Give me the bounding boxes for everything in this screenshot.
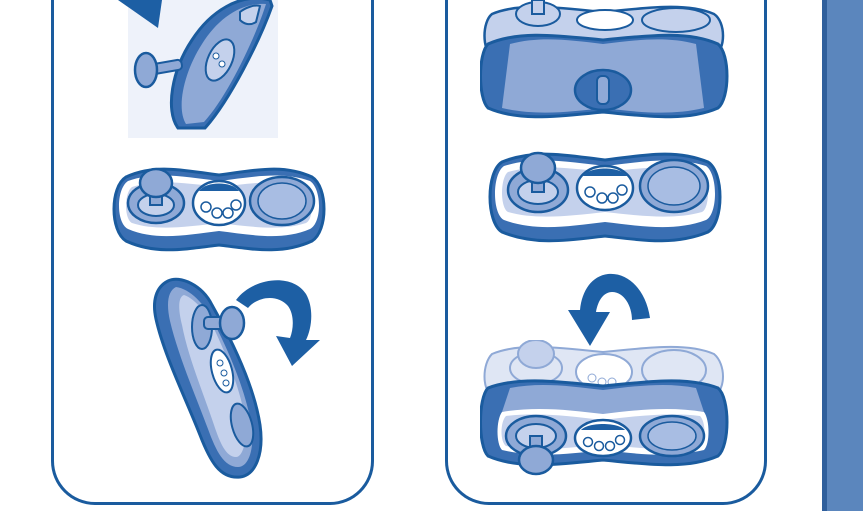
controller-stacked-icon [480, 0, 730, 125]
side-bar [822, 0, 863, 511]
controller-top-view-icon [106, 165, 332, 255]
controller-flipped-icon [480, 340, 730, 480]
controller-tilted-icon [110, 0, 280, 140]
flip-arrow-icon [562, 266, 654, 348]
controller-top-view-icon [482, 150, 728, 246]
controller-side-view-icon [150, 275, 270, 480]
